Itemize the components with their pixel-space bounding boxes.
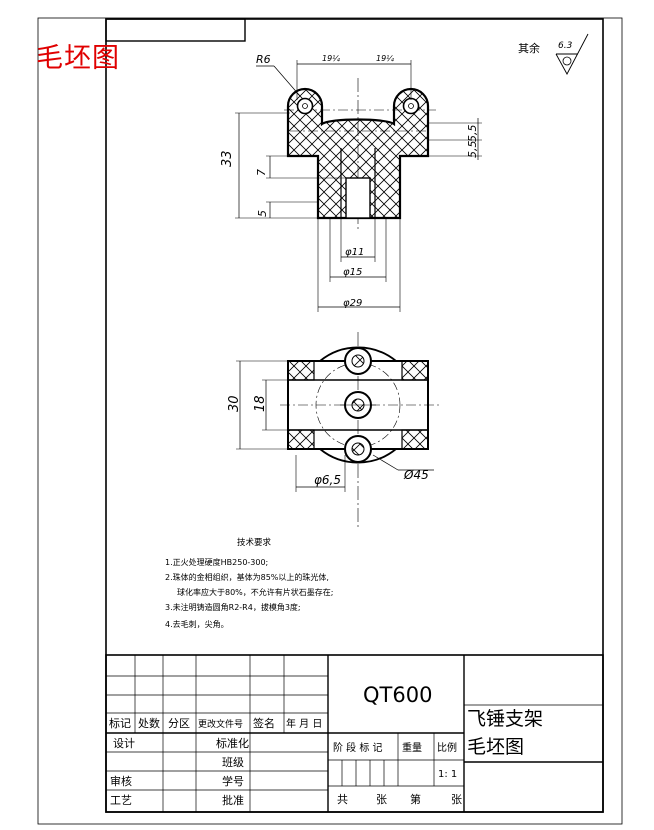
tech-item-4: 4.去毛刺，尖角。 [165,619,229,629]
hdr-count: 处数 [138,717,160,730]
approve-label: 批准 [222,793,244,807]
hdr-docno: 更改文件号 [198,718,243,730]
hdr-zone: 分区 [168,717,190,730]
dim-7: 7 [255,169,268,176]
hdr-date: 年 月 日 [286,717,322,730]
dim-half-right: 19¼ [376,54,394,63]
dim-r6: R6 [256,53,271,66]
drawing-code: QT600 [363,683,432,707]
tech-item-2b: 球化率应大于80%，不允许有片状石墨存在; [177,587,333,597]
standardize-label: 标准化 [216,736,249,750]
dim-30: 30 [227,395,242,412]
roughness-value: 6.3 [558,41,573,51]
part-name-1: 飞锤支架 [467,708,543,730]
plan-view: 30 18 φ6,5 Ø45 [227,332,440,530]
dim-5: 5 [256,210,269,217]
title-block [105,654,604,813]
design-label: 设计 [113,737,135,750]
dim-5-5-b: 5,5 [466,141,479,159]
weight-label: 重量 [402,741,422,754]
front-section-view: 19¼ 19¼ R6 33 7 5 5,5 5,5 φ11 φ15 [220,53,482,312]
tech-item-2: 2.珠体的金相组织，基体为85%以上的珠光体, [165,572,329,582]
dim-dia-29: φ29 [343,298,362,309]
total-label: 共 [337,793,348,806]
dim-33: 33 [220,150,235,167]
tech-item-3: 3.未注明铸造圆角R2-R4，拔模角3度; [165,602,301,612]
dim-dia-11: φ11 [345,247,364,258]
dim-dia-6-5: φ6,5 [314,473,341,487]
title-block-text: QT600 飞锤支架 毛坯图 标记 处数 分区 更改文件号 签名 年 月 日 设… [109,683,543,807]
section-body [286,87,430,220]
dim-dia-45: Ø45 [403,468,429,482]
dim-dia-15: φ15 [343,267,362,278]
scale-value: 1: 1 [438,769,457,780]
hdr-mark: 标记 [109,716,131,730]
corner-title: 毛坯图 [36,43,120,74]
outer-border [37,17,623,825]
review-label: 审核 [110,774,132,788]
student-no-label: 学号 [222,774,244,788]
scale-label: 比例 [437,741,457,754]
tech-item-1: 1.正火处理硬度HB250-300; [165,557,268,567]
process-label: 工艺 [110,794,132,807]
class-label: 班级 [222,756,244,769]
stage-mark-label: 阶 段 标 记 [333,741,383,754]
dim-5-5-a: 5,5 [466,125,479,143]
dim-18: 18 [253,395,268,412]
tech-requirements: 技术要求 1.正火处理硬度HB250-300; 2.珠体的金相组织，基体为85%… [165,537,333,629]
sheets-label: 张 [376,793,387,806]
roughness-label: 其余 [518,41,540,55]
sheet-label: 张 [451,793,462,806]
part-name-2: 毛坯图 [467,736,524,758]
code-box [105,18,246,42]
sheet-no-label: 第 [410,792,421,806]
roughness-symbol: 其余 6.3 [518,33,589,75]
dim-half-left: 19¼ [322,54,340,63]
hdr-sign: 签名 [253,716,275,730]
tech-heading: 技术要求 [237,537,272,548]
